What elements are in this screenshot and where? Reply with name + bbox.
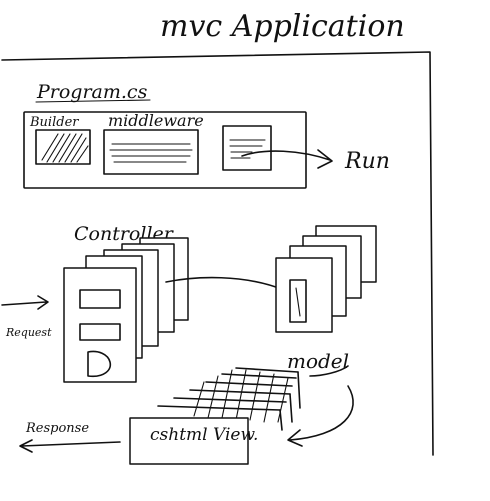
controller-action-1 bbox=[79, 289, 121, 309]
request-label: Request bbox=[5, 326, 52, 339]
middleware-box bbox=[103, 129, 199, 175]
model-item bbox=[289, 279, 307, 323]
builder-label: Builder bbox=[29, 115, 79, 130]
view-stack-pages bbox=[193, 369, 289, 423]
run-box bbox=[222, 125, 272, 171]
program-label: Program.cs bbox=[36, 81, 148, 103]
model-item-detail bbox=[295, 287, 301, 317]
response-label: Response bbox=[25, 421, 89, 436]
model-front-page bbox=[275, 257, 333, 333]
builder-hatching bbox=[41, 133, 89, 163]
run-arrow bbox=[241, 149, 333, 169]
program-label-underline bbox=[35, 99, 151, 103]
run-label: Run bbox=[344, 149, 390, 174]
model-label: model bbox=[287, 349, 349, 373]
diagram-title: mvc Application bbox=[160, 9, 405, 44]
application-frame bbox=[1, 51, 434, 456]
view-stack-pages bbox=[157, 367, 299, 411]
view-front-box bbox=[129, 417, 249, 465]
controller-action-2 bbox=[79, 323, 121, 341]
model-to-view-arrow bbox=[287, 385, 354, 447]
middleware-lines bbox=[109, 143, 193, 163]
model-label-underline bbox=[309, 365, 349, 377]
response-arrow bbox=[19, 439, 121, 453]
controller-to-model-link bbox=[165, 276, 285, 291]
controller-front-page bbox=[63, 267, 137, 383]
program-box bbox=[23, 111, 307, 189]
view-stack-pages bbox=[279, 371, 301, 431]
builder-box bbox=[35, 129, 91, 165]
run-box-lines bbox=[229, 139, 266, 159]
middleware-label: middleware bbox=[108, 111, 204, 130]
request-arrow bbox=[1, 295, 49, 310]
view-label: cshtml View. bbox=[150, 425, 258, 445]
controller-action-3 bbox=[87, 350, 112, 378]
